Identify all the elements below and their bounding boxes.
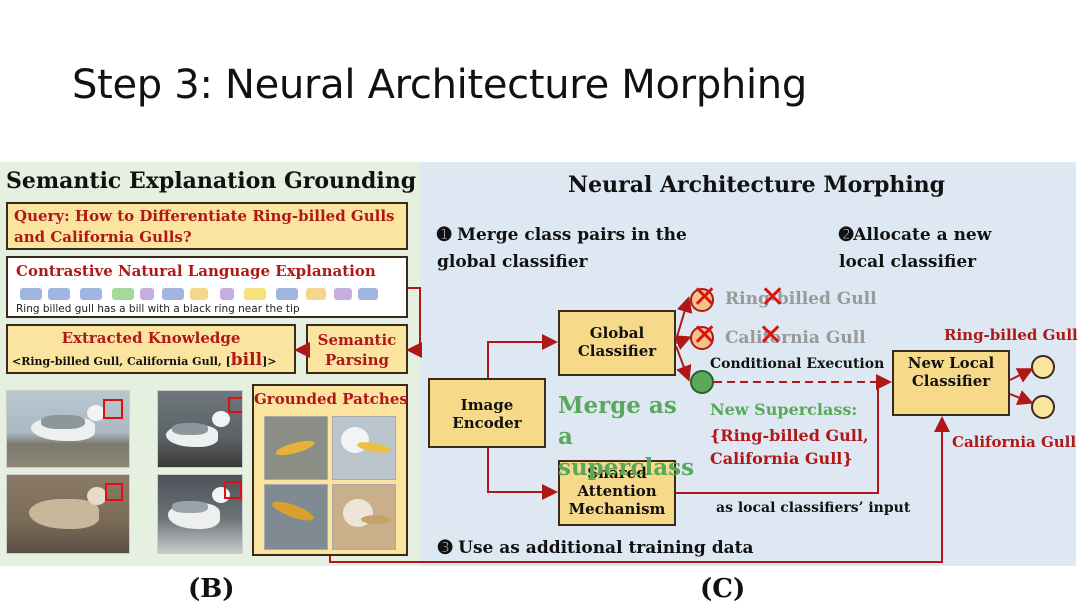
remove-x-icon: ✕ xyxy=(758,318,784,353)
bill-highlight-box xyxy=(228,397,242,413)
image-encoder-label: Image Encoder xyxy=(452,396,522,432)
token-bill xyxy=(162,288,184,300)
encoder-to-global-arrow xyxy=(487,334,558,378)
explanation-box: Contrastive Natural Language Explanation… xyxy=(6,256,408,318)
panel-c-label: (C) xyxy=(700,574,746,604)
output-class-1: Ring-billed Gull xyxy=(944,326,1078,344)
output-class-2: California Gull xyxy=(952,433,1077,451)
panel-c-architecture-morphing: Neural Architecture Morphing ➊ Merge cla… xyxy=(420,162,1078,566)
gull-wing xyxy=(41,415,85,429)
gull-wing xyxy=(172,423,208,435)
removed-class-1: Ring-billed Gull xyxy=(725,289,877,309)
attention-to-local-line xyxy=(676,382,879,494)
local-to-output1-arrow xyxy=(1009,368,1034,383)
new-superclass-members: {Ring-billed Gull, California Gull} xyxy=(710,426,869,468)
encoder-to-attention-arrow xyxy=(487,448,558,500)
token-a2 xyxy=(220,288,234,300)
gull-photo-2 xyxy=(157,390,243,468)
knowledge-tuple-suffix: ]> xyxy=(262,355,277,368)
semantic-parsing-box: Semantic Parsing xyxy=(306,324,408,374)
knowledge-tuple-prefix: <Ring-billed Gull, California Gull, [ xyxy=(12,355,231,368)
global-to-class2-arrow xyxy=(673,335,692,350)
gull-body xyxy=(29,499,99,529)
gull-wing xyxy=(172,501,208,513)
knowledge-keyword: bill xyxy=(230,350,263,370)
bill-highlight-box xyxy=(224,481,242,499)
step-2-text: ➋Allocate a new local classifier xyxy=(839,225,992,272)
local-input-note: as local classifiers’ input xyxy=(716,500,911,516)
query-box: Query: How to Differentiate Ring-billed … xyxy=(6,202,408,250)
semantic-parsing-label: Semantic Parsing xyxy=(317,331,397,369)
token-a xyxy=(140,288,154,300)
global-classifier-box: Global Classifier xyxy=(558,310,676,376)
gull-head xyxy=(87,405,105,421)
grounded-patches-box: Grounded Patches xyxy=(252,384,408,556)
token-black xyxy=(244,288,266,300)
patch-3 xyxy=(264,484,328,550)
new-superclass-label: New Superclass: xyxy=(710,400,858,419)
patch-1 xyxy=(264,416,328,480)
training-data-arrow xyxy=(329,416,950,563)
bill-highlight-box xyxy=(105,483,123,501)
knowledge-title: Extracted Knowledge xyxy=(61,329,241,347)
explanation-caption: Ring billed gull has a bill with a black… xyxy=(16,303,300,315)
token-has xyxy=(112,288,134,300)
gull-photo-4 xyxy=(157,474,243,554)
remove-x-icon: ✕ xyxy=(760,280,786,315)
panel-b-heading: Semantic Explanation Grounding xyxy=(6,168,417,194)
step-3-text: ➌ Use as additional training data xyxy=(438,538,754,558)
removed-class-2: California Gull xyxy=(725,328,866,348)
grounded-patches-title: Grounded Patches xyxy=(254,390,408,408)
bill-shape xyxy=(361,515,391,524)
global-classifier-label: Global Classifier xyxy=(577,324,657,360)
explanation-to-parsing-arrow xyxy=(406,287,422,358)
token-ring2 xyxy=(276,288,298,300)
shared-attention-label: Shared Attention Mechanism xyxy=(568,464,666,518)
new-local-classifier-label: New Local Classifier xyxy=(907,354,995,390)
token-the xyxy=(334,288,352,300)
panel-b-label: (B) xyxy=(188,574,235,604)
slide-title: Step 3: Neural Architecture Morphing xyxy=(72,62,807,108)
gull-head xyxy=(87,487,107,505)
patch-2 xyxy=(332,416,396,480)
knowledge-tuple: <Ring-billed Gull, California Gull, [bil… xyxy=(12,350,276,370)
conditional-execution-label: Conditional Execution xyxy=(710,356,885,372)
bill-highlight-box xyxy=(103,399,123,419)
global-to-superclass-arrow xyxy=(675,345,692,382)
remove-x-icon: ✕ xyxy=(692,280,718,315)
token-billed xyxy=(48,288,70,300)
gull-photo-3 xyxy=(6,474,130,554)
knowledge-box: Extracted Knowledge <Ring-billed Gull, C… xyxy=(6,324,296,374)
query-text: Query: How to Differentiate Ring-billed … xyxy=(14,207,395,246)
removed-class-node-2 xyxy=(690,326,714,350)
token-gull xyxy=(80,288,102,300)
explanation-title: Contrastive Natural Language Explanation xyxy=(16,262,376,280)
token-tip xyxy=(358,288,378,300)
patch-4 xyxy=(332,484,396,550)
new-local-classifier-box: New Local Classifier xyxy=(892,350,1010,416)
local-to-output2-arrow xyxy=(1009,390,1034,405)
step-1-text: ➊ Merge class pairs in the global classi… xyxy=(437,225,687,272)
token-near xyxy=(306,288,326,300)
output-node-1 xyxy=(1031,355,1055,379)
token-ring xyxy=(20,288,42,300)
shared-attention-box: Shared Attention Mechanism xyxy=(558,460,676,526)
remove-x-icon: ✕ xyxy=(692,318,718,353)
merge-superclass-text: Merge as a superclass xyxy=(558,392,695,481)
token-with xyxy=(190,288,208,300)
panel-c-heading: Neural Architecture Morphing xyxy=(568,172,946,198)
superclass-node xyxy=(690,370,714,394)
output-node-2 xyxy=(1031,395,1055,419)
global-to-class1-arrow xyxy=(675,296,693,341)
panel-b-semantic-grounding: Semantic Explanation Grounding Query: Ho… xyxy=(0,162,420,566)
image-encoder-box: Image Encoder xyxy=(428,378,546,448)
gull-head xyxy=(212,411,230,427)
gull-photo-1 xyxy=(6,390,130,468)
